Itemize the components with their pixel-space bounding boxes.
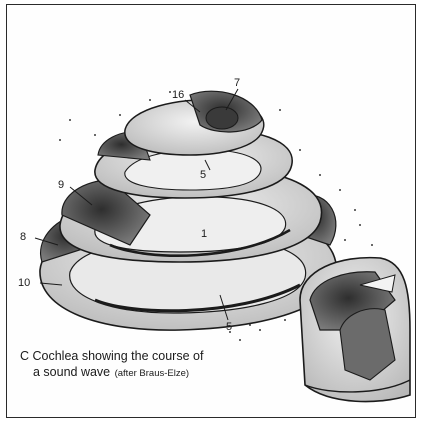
label-5-upper: 5 [200,169,206,181]
label-8: 8 [20,231,26,243]
label-5-lower: 5 [226,321,232,333]
apical-turn [125,91,264,155]
caption-attribution: (after Braus-Elze) [115,368,189,379]
caption-line-1: C Cochlea showing the course of [20,349,250,364]
label-10: 10 [18,277,30,289]
figure-caption: C Cochlea showing the course of a sound … [20,349,250,381]
label-9: 9 [58,179,64,191]
label-1: 1 [201,228,207,240]
caption-line-2: a sound wave [33,365,110,379]
cross-section-detail [300,258,410,402]
label-16: 16 [172,89,184,101]
label-7: 7 [234,77,240,89]
